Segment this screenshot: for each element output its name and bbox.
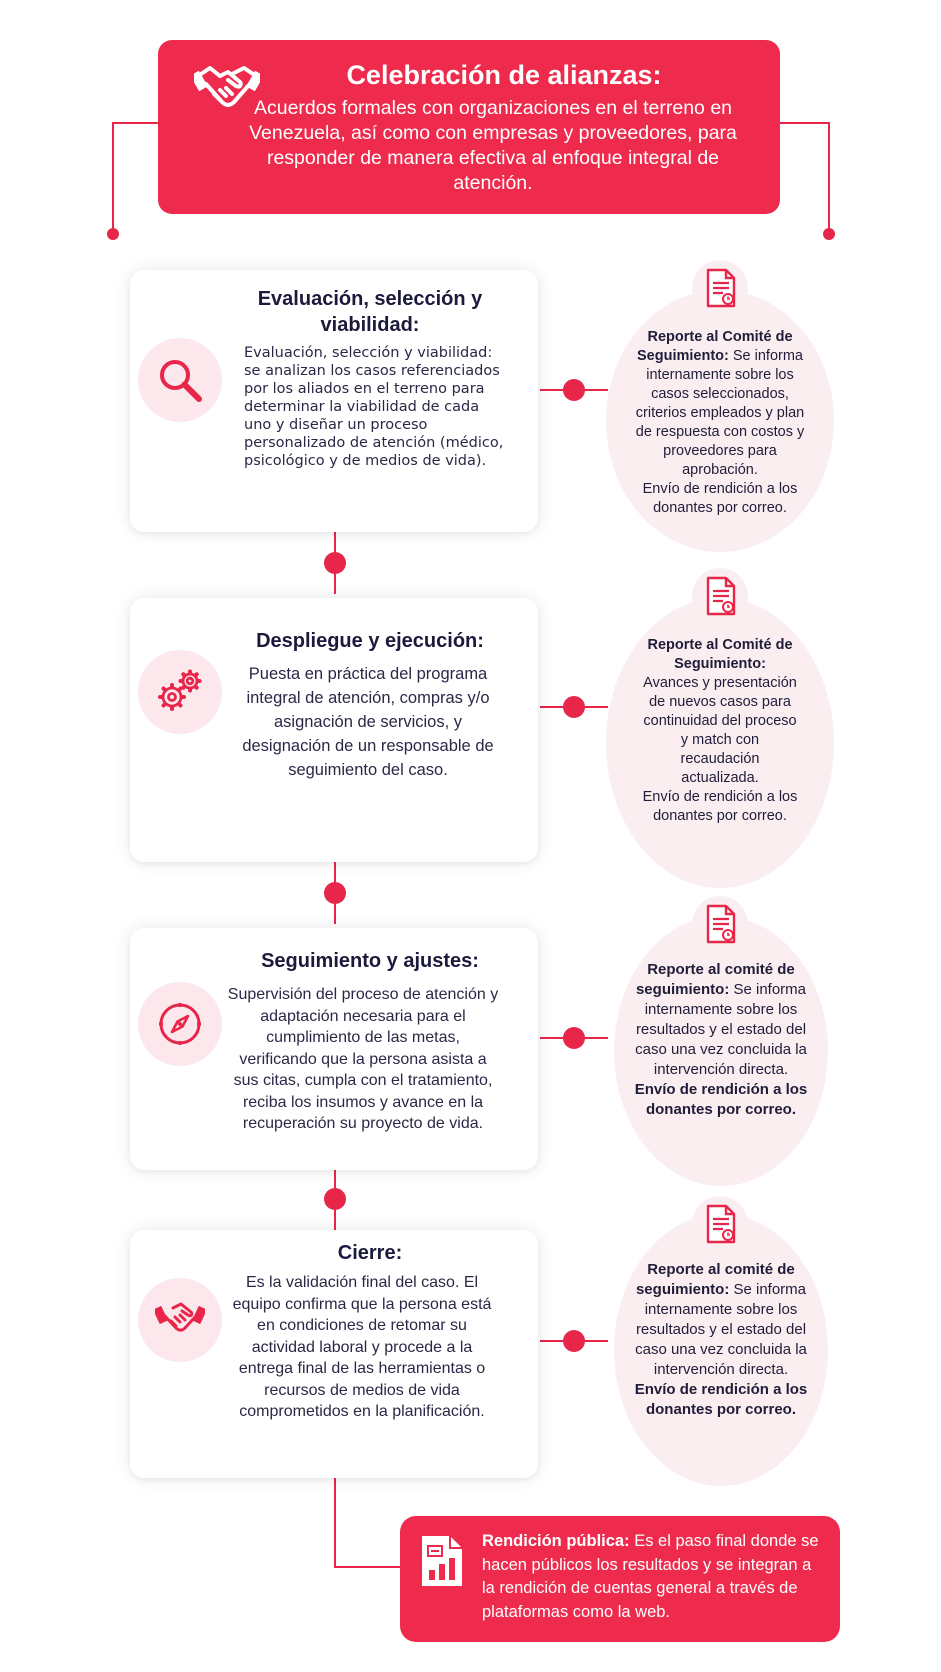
header-right-connector-vertical <box>828 122 830 234</box>
report-note: Envío de rendición a los donantes por co… <box>642 789 798 824</box>
handshake-icon <box>190 62 264 120</box>
report-title: Reporte al Comité de Seguimiento: <box>637 329 793 364</box>
header-left-connector-vertical <box>112 122 114 234</box>
spine-to-footer <box>334 1566 402 1568</box>
report-oval-2: Reporte al Comité de Seguimiento: Avance… <box>606 598 834 888</box>
step-description: Puesta en práctica del programa integral… <box>242 665 494 779</box>
report-badge-1 <box>692 260 748 316</box>
report-text: Reporte al Comité de Seguimiento: Se inf… <box>626 328 814 518</box>
step-icon-circle <box>138 650 222 734</box>
step-card-monitoring: Seguimiento y ajustes: Supervisión del p… <box>130 928 538 1170</box>
report-document-icon <box>706 576 736 616</box>
public-accountability-box: Rendición pública: Es el paso final dond… <box>400 1516 840 1642</box>
step-icon-circle <box>138 982 222 1066</box>
report-chart-icon <box>418 1534 466 1588</box>
report-body: Avances y presentación de nuevos casos p… <box>643 675 797 786</box>
spine-dot-3 <box>324 1188 346 1210</box>
step-icon-circle <box>138 338 222 422</box>
report-note: Envío de rendición a los donantes por co… <box>642 481 798 516</box>
handshake-icon <box>155 1302 205 1332</box>
report-document-icon <box>706 904 736 944</box>
report-body: Se informa internamente sobre los result… <box>635 1281 807 1378</box>
report-title: Reporte al comité de seguimiento: <box>635 1261 795 1298</box>
step-title: Despliegue y ejecución: <box>256 630 484 652</box>
report-dot-1 <box>563 379 585 401</box>
report-note: Envío de rendición a los donantes por co… <box>634 1381 808 1418</box>
step-description: Es la validación final del caso. El equi… <box>232 1274 492 1420</box>
report-dot-4 <box>563 1330 585 1352</box>
step-description: Evaluación, selección y viabilidad: se a… <box>244 345 504 469</box>
gears-icon <box>158 669 202 711</box>
step-card-closure: Cierre: Es la validación final del caso.… <box>130 1230 538 1478</box>
report-oval-1: Reporte al Comité de Seguimiento: Se inf… <box>606 290 834 552</box>
report-title: Reporte al Comité de Seguimiento: <box>647 637 793 672</box>
spine-dot-1 <box>324 552 346 574</box>
magnifier-icon <box>160 360 202 402</box>
report-badge-3 <box>692 896 748 952</box>
report-oval-4: Reporte al comité de seguimiento: Se inf… <box>614 1214 828 1486</box>
report-note: Envío de rendición a los donantes por co… <box>634 1081 808 1118</box>
report-text: Reporte al comité de seguimiento: Se inf… <box>626 1260 816 1420</box>
report-document-icon <box>706 1204 736 1244</box>
header-right-connector <box>778 122 830 124</box>
header-right-dot <box>823 228 835 240</box>
report-oval-3: Reporte al comité de seguimiento: Se inf… <box>614 916 828 1186</box>
report-body: Se informa internamente sobre los casos … <box>635 348 805 478</box>
report-title: Reporte al comité de seguimiento: <box>635 961 795 998</box>
report-badge-2 <box>692 568 748 624</box>
header-left-connector <box>112 122 160 124</box>
step-card-evaluation: Evaluación, selección y viabilidad: Eval… <box>130 270 538 532</box>
report-badge-4 <box>692 1196 748 1252</box>
report-dot-3 <box>563 1027 585 1049</box>
spine-segment-4 <box>334 1478 336 1568</box>
alliances-banner: Celebración de alianzas: Acuerdos formal… <box>158 40 780 214</box>
step-card-deployment: Despliegue y ejecución: Puesta en prácti… <box>130 598 538 862</box>
step-description: Supervisión del proceso de atención y ad… <box>227 986 499 1132</box>
step-title: Cierre: <box>337 1242 403 1264</box>
report-body: Se informa internamente sobre los result… <box>635 981 807 1078</box>
step-title: Evaluación, selección y viabilidad: <box>257 288 483 336</box>
footer-description: Es el paso final donde se hacen públicos… <box>482 1532 819 1621</box>
footer-text: Rendición pública: Es el paso final dond… <box>482 1530 826 1624</box>
footer-title: Rendición pública: <box>482 1532 630 1550</box>
report-document-icon <box>706 268 736 308</box>
banner-description: Acuerdos formales con organizaciones en … <box>249 97 737 194</box>
report-dot-2 <box>563 696 585 718</box>
step-title: Seguimiento y ajustes: <box>261 950 479 972</box>
compass-icon <box>159 1003 201 1045</box>
step-icon-circle <box>138 1278 222 1362</box>
header-left-dot <box>107 228 119 240</box>
report-text: Reporte al Comité de Seguimiento: Avance… <box>640 636 800 826</box>
banner-title: Celebración de alianzas: <box>346 60 662 90</box>
report-text: Reporte al comité de seguimiento: Se inf… <box>626 960 816 1120</box>
spine-dot-2 <box>324 882 346 904</box>
